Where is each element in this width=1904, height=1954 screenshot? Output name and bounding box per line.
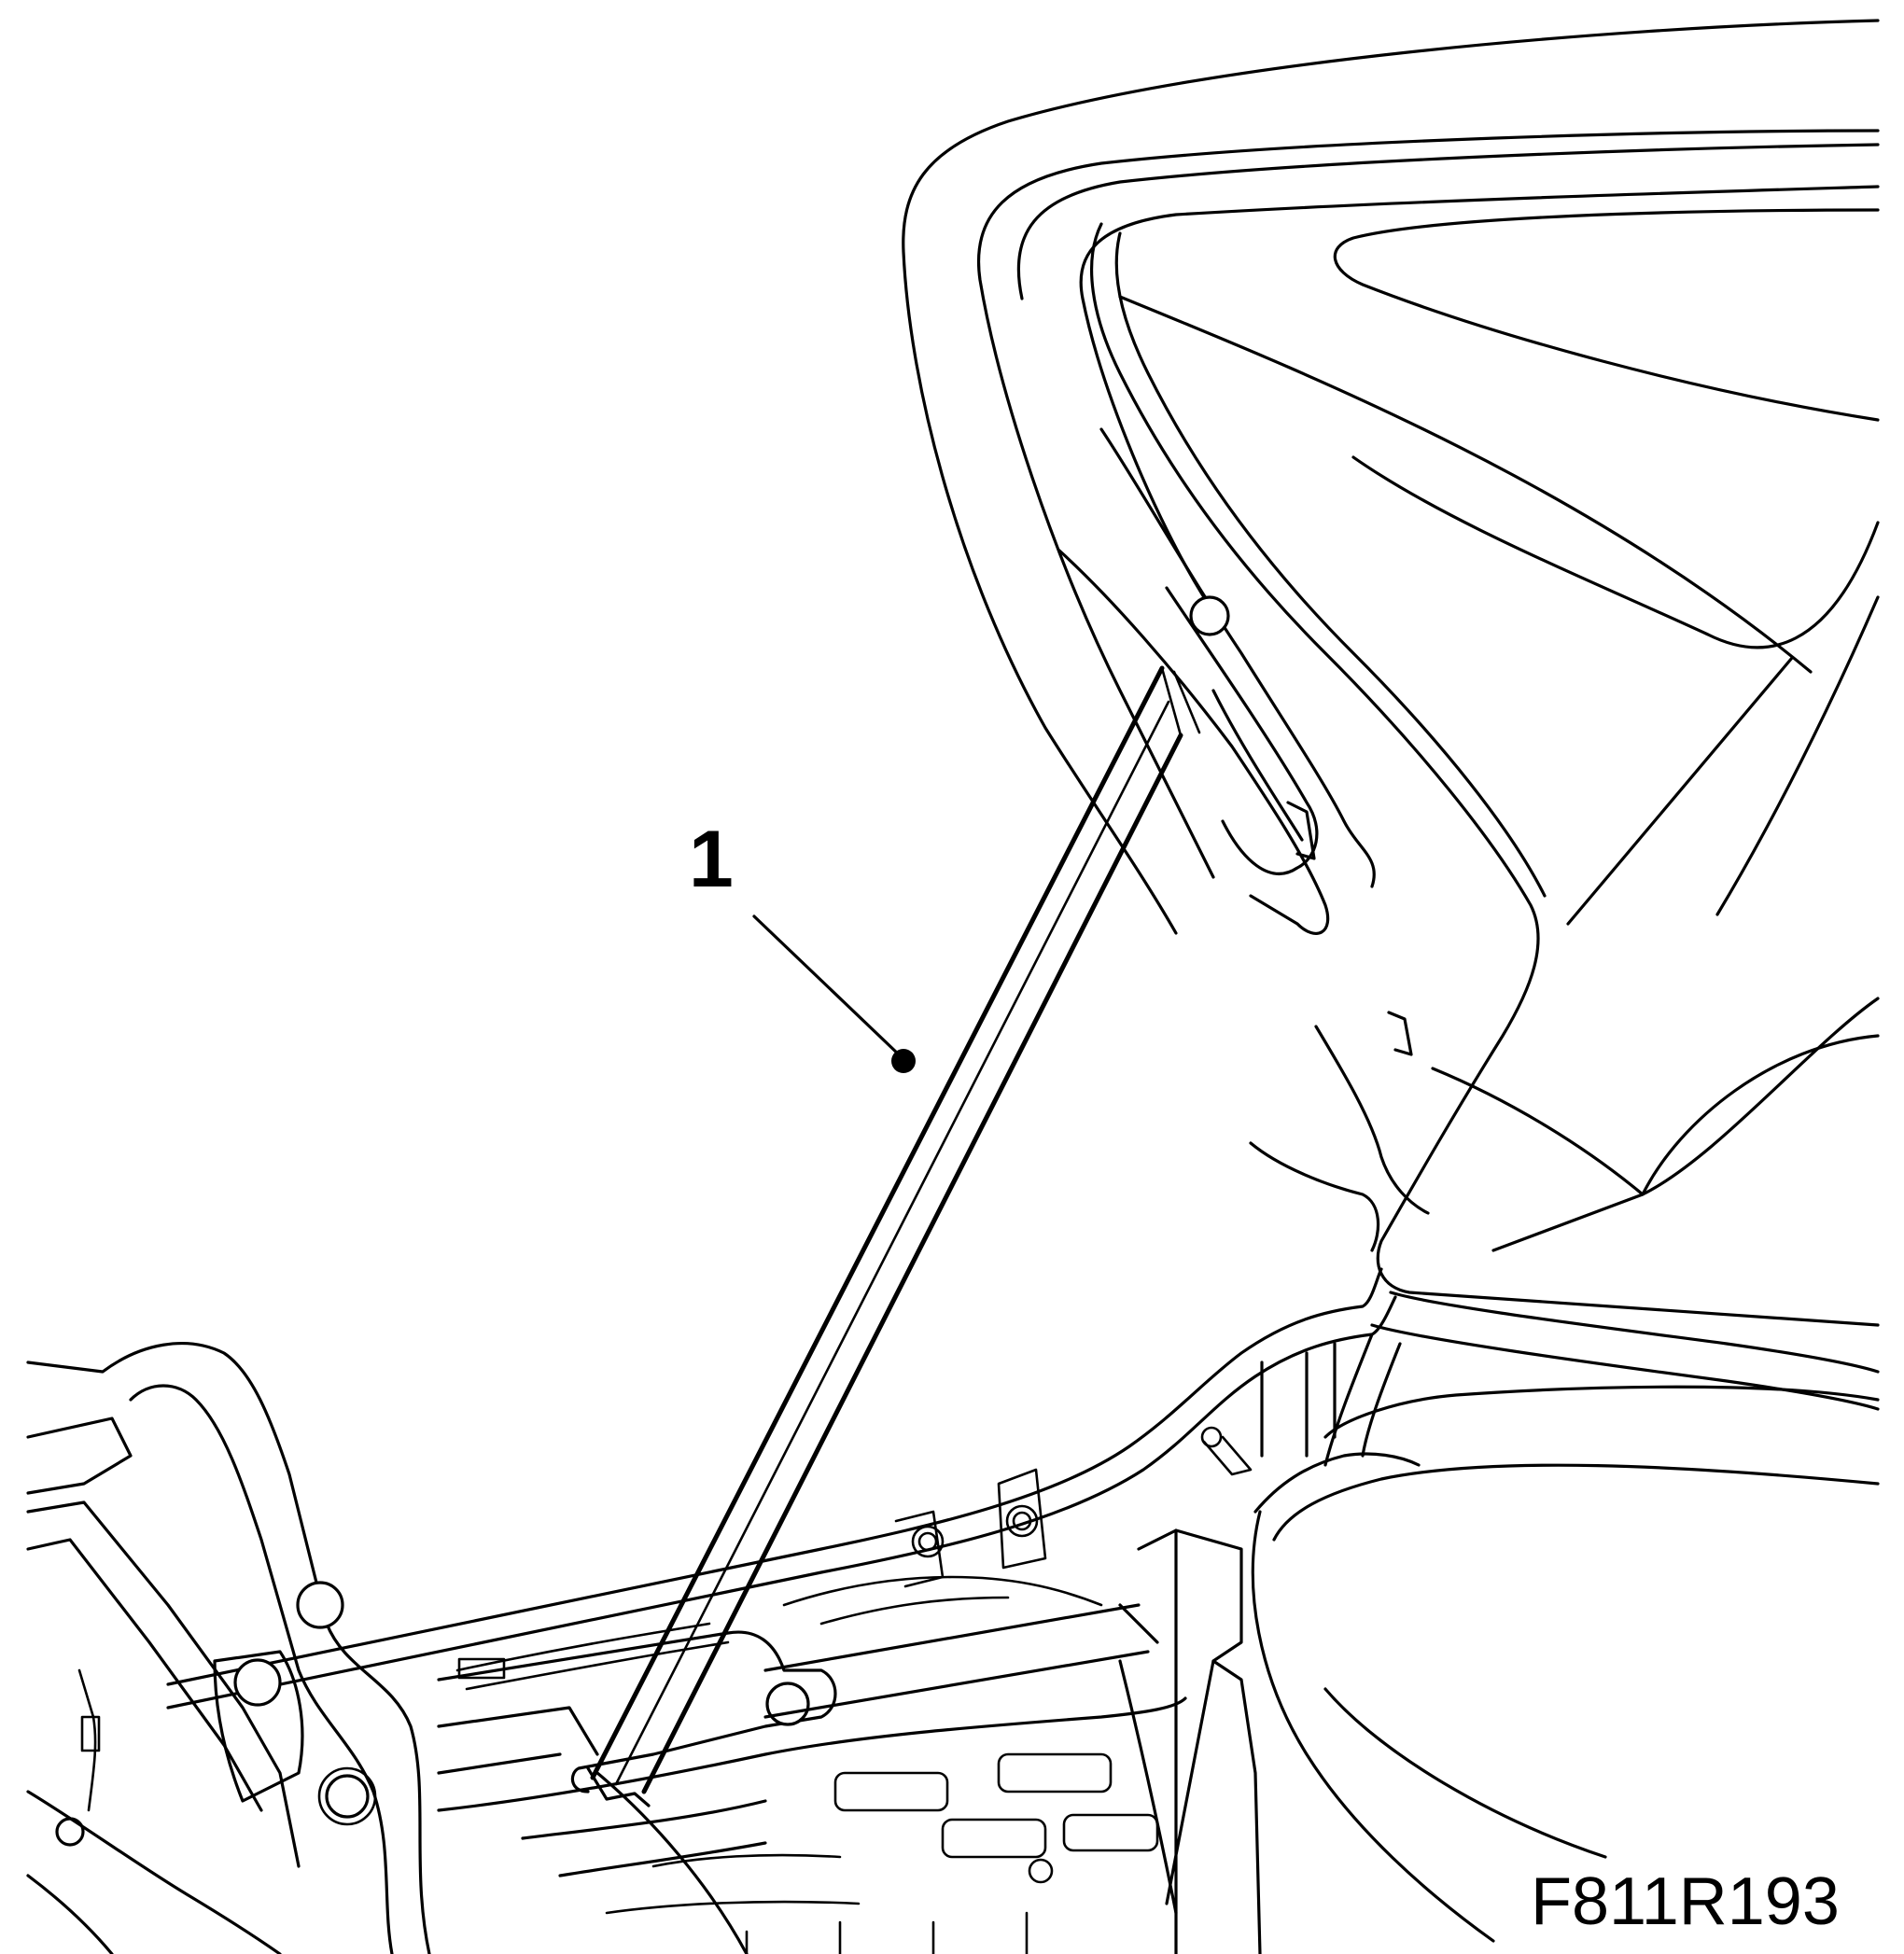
rear-seat-back xyxy=(1323,1385,1880,1439)
rear-seat-cushion xyxy=(1251,1510,1495,1943)
strut-lower-mount xyxy=(437,1603,1187,1954)
rear-seat-fold xyxy=(1323,1687,1607,1859)
body-rail-edge xyxy=(1389,1291,1880,1374)
rear-seat-edge xyxy=(1253,1452,1421,1514)
trunk-lid-lower-panel xyxy=(1431,997,1880,1196)
floor-slot-icon xyxy=(833,1771,949,1812)
trunk-floor-step xyxy=(1211,1659,1262,1954)
floor-panel-right-2 xyxy=(1118,1659,1178,1915)
clip-pin-icon xyxy=(1202,1435,1253,1476)
hinge-bolt-ring-icon xyxy=(317,1766,377,1826)
trunk-lid-outer-edge xyxy=(902,19,1880,935)
trunk-lid-panel-diagonal-2 xyxy=(1715,595,1880,916)
floor-panel-right xyxy=(1137,1528,1243,1954)
trunk-lid-inner-frame-2 xyxy=(1114,231,1547,898)
hinge-pivot-icon xyxy=(296,1581,344,1629)
strut-upper-ball-stud-icon xyxy=(1189,595,1230,636)
hinge-link-rod xyxy=(782,1575,1103,1626)
hinge-pivot-lower-icon xyxy=(233,1658,282,1707)
trunk-lid-bracket-2 xyxy=(1211,689,1304,842)
trunk-floor-left-2 xyxy=(26,1874,114,1954)
trunk-floor-left xyxy=(26,1790,282,1954)
trunk-side-pillar xyxy=(1260,1342,1337,1458)
mount-floor-rail-2 xyxy=(521,1799,767,1877)
clip-icon xyxy=(1200,1426,1223,1448)
floor-slot-icon-2 xyxy=(997,1752,1113,1793)
gas-strut-cylinder-edge xyxy=(1160,666,1201,737)
trunk-lid-bracket-tab xyxy=(1286,801,1316,860)
floor-slot-icon-4 xyxy=(1062,1813,1159,1852)
trunk-lid-inner-edge xyxy=(977,129,1880,879)
hinge-bolt-icon xyxy=(325,1774,370,1819)
body-rail-edge-2 xyxy=(1370,1323,1880,1411)
floor-grommet-icon xyxy=(1028,1858,1054,1884)
trunk-lid-lip-2 xyxy=(1079,185,1880,599)
trunk-floor-arch xyxy=(595,1771,749,1954)
trunk-lid-lip-1 xyxy=(1016,143,1880,300)
gas-strut-cylinder xyxy=(641,733,1183,1794)
hinge-plate xyxy=(213,1650,304,1803)
trunk-lid-panel-line xyxy=(1118,295,1813,674)
trunk-lid-panel-curve xyxy=(1351,455,1880,649)
bolt-icon xyxy=(1005,1504,1039,1538)
hinge-arm-inner xyxy=(129,1384,394,1954)
hinge-bracket-left-3 xyxy=(26,1538,263,1812)
gas-strut-inner-line xyxy=(614,700,1170,1786)
floor-slot-icon-3 xyxy=(941,1818,1047,1859)
mount-bracket-2 xyxy=(437,1706,599,1775)
mount-floor-rail xyxy=(437,1696,1187,1812)
trunk-lid-bracket xyxy=(1165,586,1319,875)
trunk-lid-bracket-tab-2 xyxy=(1387,1011,1413,1056)
hinge-bracket-left-2 xyxy=(26,1500,301,1868)
trunk-lid-hinge-arm xyxy=(1057,549,1330,935)
mount-pivot-icon xyxy=(765,1682,810,1726)
trunk-lid-lower-edge xyxy=(1491,1034,1880,1252)
left-hinge-assembly xyxy=(26,1342,431,1954)
hinge-bracket-left xyxy=(26,1417,133,1495)
mount-bracket xyxy=(437,1630,837,1793)
trunk-lid-hinge-arm-2 xyxy=(1099,427,1376,888)
bolt-icon-2 xyxy=(911,1525,945,1558)
rear-seat-cushion-2 xyxy=(1272,1463,1880,1542)
trunk-lid-panel-diagonal xyxy=(1566,656,1794,926)
callout-leader-dot-icon xyxy=(891,1049,916,1073)
wiring-harness xyxy=(455,1622,730,1691)
figure-id-label: F811R193 xyxy=(1531,1864,1840,1939)
callout-leader xyxy=(752,914,916,1073)
hinge-arm-outer xyxy=(26,1342,431,1954)
bolt-inner-icon-2 xyxy=(917,1531,938,1552)
trunk-lid-inner-frame xyxy=(1089,222,1880,1327)
gas-strut-end-fitting xyxy=(586,1766,651,1807)
bolt-bracket xyxy=(894,1468,1047,1588)
mount-hinge-link xyxy=(763,1603,1159,1719)
bolt-inner-icon xyxy=(1012,1511,1032,1531)
trunk-lid-panel-top xyxy=(1333,208,1880,422)
floor-panel-ribs xyxy=(605,1853,1029,1954)
callout-leader-line xyxy=(752,914,903,1058)
gas-strut xyxy=(586,665,1201,1807)
body-rail-upper xyxy=(166,1267,1383,1686)
hinge-connector-icon xyxy=(80,1715,101,1752)
trunk-side-panel xyxy=(1323,1333,1402,1467)
gas-strut-rod xyxy=(590,665,1165,1780)
trunk-lid-hinge-link xyxy=(1314,1025,1430,1215)
callout-number-label: 1 xyxy=(689,815,734,904)
body-rail-lower xyxy=(166,1295,1397,1710)
hinge-cable xyxy=(77,1668,97,1812)
trunk-lid-hinge-foot xyxy=(1249,1141,1380,1252)
trunk-lid xyxy=(902,19,1880,1327)
body-rail xyxy=(166,1267,1880,1954)
